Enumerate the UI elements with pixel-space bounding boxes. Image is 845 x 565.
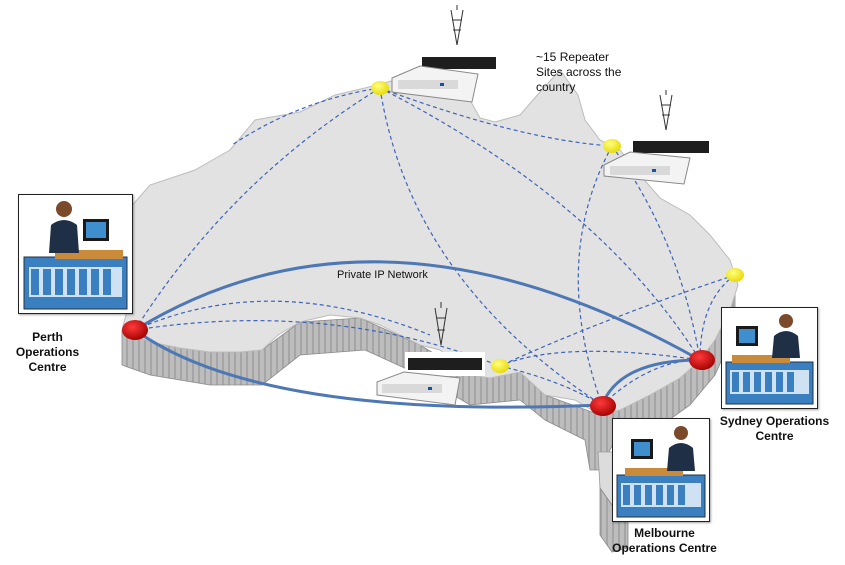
operations-nodes	[122, 320, 715, 416]
repeater-node	[726, 268, 744, 282]
radio-repeater-icon	[603, 141, 709, 185]
repeater-sites-label: ~15 Repeater Sites across the country	[536, 50, 656, 95]
dashed-links	[134, 87, 736, 406]
perth-workstation-photo	[18, 194, 133, 314]
sydney-node	[689, 350, 715, 370]
operator-workstation-icon	[613, 419, 709, 521]
sydney-operations-label: Sydney Operations Centre	[712, 414, 837, 444]
operator-workstation-icon	[722, 308, 817, 408]
melbourne-label-line2: Operations Centre	[612, 541, 717, 555]
repeater-equipment-south	[376, 302, 485, 406]
australia-landmass	[119, 69, 739, 416]
sydney-workstation-photo	[721, 307, 818, 409]
sydney-label-line2: Centre	[755, 429, 794, 443]
melbourne-label-line1: Melbourne	[634, 526, 695, 540]
perth-node	[122, 320, 148, 340]
repeater-node	[603, 139, 621, 153]
melbourne-node	[590, 396, 616, 416]
repeater-equipment-northeast	[603, 90, 709, 185]
radio-tower-icon	[434, 302, 448, 346]
perth-label-line2: Centre	[28, 360, 67, 374]
repeater-nodes	[371, 81, 744, 373]
radio-repeater-icon	[391, 57, 496, 103]
private-ip-network-label: Private IP Network	[337, 269, 428, 281]
repeater-sites-label-line1: ~15 Repeater	[536, 50, 610, 64]
perth-label-line1: Perth Operations	[15, 330, 80, 359]
repeater-node	[371, 81, 389, 95]
private-ip-links	[134, 260, 701, 409]
repeater-equipment-north	[391, 5, 496, 103]
radio-repeater-icon	[376, 352, 485, 406]
repeater-node	[491, 359, 509, 373]
radio-tower-icon	[659, 90, 673, 131]
perth-operations-label: Perth Operations Centre	[0, 330, 95, 375]
repeater-sites-label-line2: Sites across the country	[536, 65, 622, 94]
melbourne-workstation-photo	[612, 418, 710, 522]
melbourne-operations-label: Melbourne Operations Centre	[602, 526, 727, 556]
operator-workstation-icon	[19, 195, 132, 313]
radio-tower-icon	[450, 5, 464, 46]
sydney-label-line1: Sydney Operations	[719, 414, 830, 428]
